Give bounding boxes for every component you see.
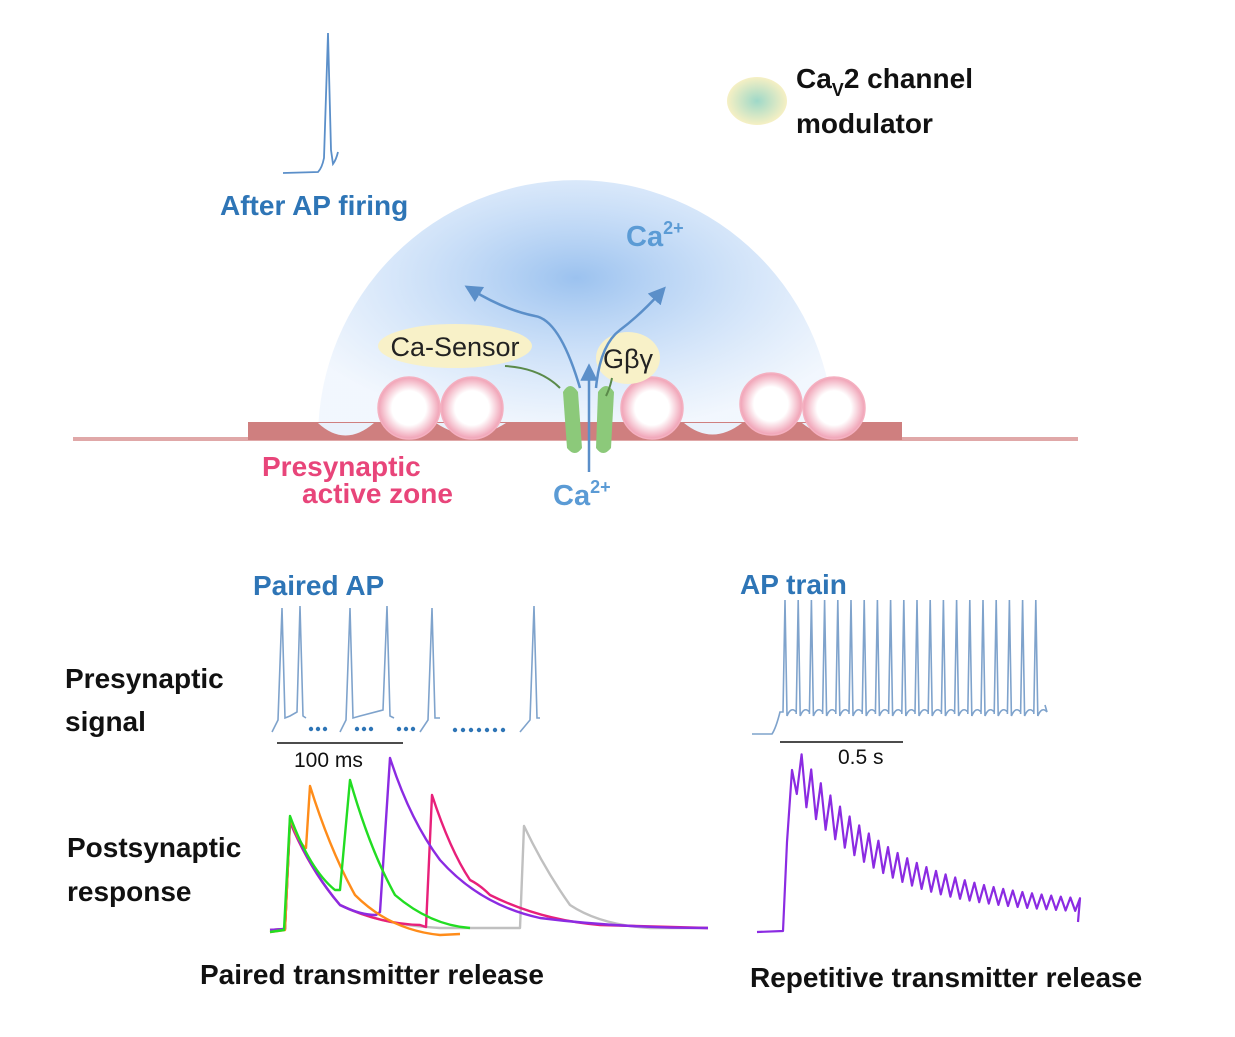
ellipsis-dot: [354, 726, 360, 732]
synaptic-vesicle: [739, 372, 803, 436]
synaptic-vesicle: [440, 376, 504, 440]
postsyn-response-label-line2: response: [67, 876, 192, 907]
ellipsis-dot: [361, 726, 367, 732]
ca-sensor-label: Ca-Sensor: [390, 332, 519, 362]
ellipsis-dot: [500, 727, 506, 733]
epsc-trace-gray: [269, 818, 708, 932]
paired-ap-traces: [271, 605, 540, 733]
ellipsis-dot: [368, 726, 374, 732]
ellipsis-dot: [484, 727, 490, 733]
ellipsis-dot: [476, 727, 482, 733]
scale-bar-0.5s-label: 0.5 s: [838, 746, 884, 769]
legend-label-line1: CaV2 channel: [796, 63, 973, 100]
modulator-legend-swatch: [727, 77, 787, 125]
ellipsis-dot: [468, 727, 474, 733]
postsyn-response-label-line1: Postsynaptic: [67, 832, 241, 863]
paired-ap-trace: [271, 605, 307, 733]
synaptic-vesicle: [377, 376, 441, 440]
epsc-trace-purple: [269, 756, 709, 932]
paired-ap-trace: [519, 605, 540, 733]
ca-bottom-label: Ca2+: [553, 477, 611, 512]
epsc-trace-green: [269, 778, 471, 934]
ap-train-title: AP train: [740, 569, 847, 600]
gbg-linker: [605, 377, 613, 397]
ca-diffusion-arrow-left: [464, 285, 582, 389]
gbg-label: Gβγ: [603, 344, 654, 374]
ellipsis-dot: [492, 727, 498, 733]
paired-release-caption: Paired transmitter release: [200, 959, 544, 990]
cav2-channel: [563, 386, 614, 453]
gbg-protein: Gβγ: [596, 332, 660, 384]
ellipsis-dot: [410, 726, 416, 732]
calcium-dome: [318, 180, 834, 439]
paired-ap-dots: [308, 726, 506, 733]
synaptic-vesicle: [802, 376, 866, 440]
scale-bar-100ms-label: 100 ms: [294, 749, 363, 772]
synaptic-vesicle: [620, 376, 684, 440]
ellipsis-dot: [396, 726, 402, 732]
ellipsis-dot: [308, 726, 314, 732]
ap-train-trace: [752, 599, 1048, 735]
ellipsis-dot: [403, 726, 409, 732]
paired-ap-title: Paired AP: [253, 570, 384, 601]
paired-ap-trace: [419, 607, 440, 733]
repetitive-release-caption: Repetitive transmitter release: [750, 962, 1142, 993]
after-ap-label: After AP firing: [220, 190, 408, 221]
epsc-traces: [269, 756, 709, 937]
ellipsis-dot: [452, 727, 458, 733]
ca-sensor: Ca-Sensor: [378, 324, 532, 368]
ellipsis-dot: [315, 726, 321, 732]
legend-label-line2: modulator: [796, 108, 933, 139]
presyn-signal-label-line1: Presynaptic: [65, 663, 224, 694]
legend: CaV2 channel modulator: [727, 63, 973, 139]
paired-ap-trace: [339, 605, 395, 733]
sensor-linker: [504, 365, 561, 389]
ellipsis-dot: [322, 726, 328, 732]
presynaptic-label-line2: active zone: [302, 478, 453, 509]
presyn-signal-label-line2: signal: [65, 706, 146, 737]
ca-top-label: Ca2+: [626, 218, 684, 253]
ap-spike-trace: [282, 32, 339, 174]
ellipsis-dot: [460, 727, 466, 733]
ca-diffusion-arrow-right: [594, 286, 666, 389]
presynaptic-label-line1: Presynaptic: [262, 451, 421, 482]
epsc-trace-magenta: [269, 793, 709, 932]
repetitive-epsc-trace: [756, 753, 1082, 934]
